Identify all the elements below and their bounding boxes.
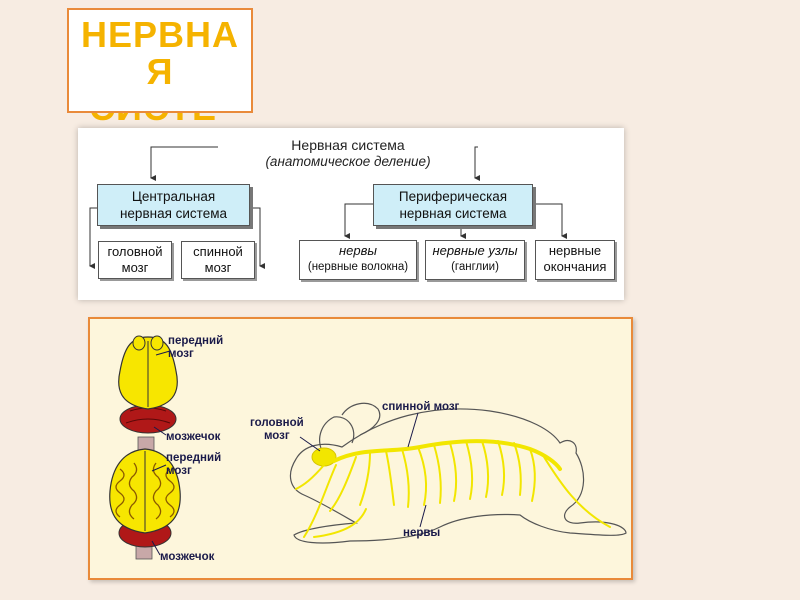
rabbit-spinal-cord-label: спинной мозг (382, 401, 460, 413)
brain-box: головной мозг (98, 241, 172, 279)
title-overflow: СИСТЕ (67, 113, 253, 127)
nerves-label: нервы (339, 243, 377, 258)
spinal-cord-box: спинной мозг (181, 241, 255, 279)
nerve-endings-box: нервные окончания (535, 240, 615, 280)
cerebellum-label-top: мозжечок (166, 431, 221, 443)
central-nervous-system-box: Центральная нервная система (97, 184, 250, 226)
ganglia-label: нервные узлы (432, 243, 518, 258)
nerves-sub-label: (нервные волокна) (307, 261, 409, 273)
anatomy-figure: передний мозг мозжечок передний мозг моз… (88, 317, 633, 580)
nerves-box: нервы (нервные волокна) (299, 240, 417, 280)
ganglia-box: нервные узлы (ганглии) (425, 240, 525, 280)
anatomy-illustration (109, 335, 627, 560)
rabbit-brain-label: головной мозг (250, 417, 304, 442)
brain-illustration-top (118, 335, 178, 452)
rabbit-nerves-label: нервы (403, 527, 441, 539)
title-line-1: НЕРВНА (80, 14, 239, 55)
forebrain-label-bottom: передний мозг (166, 452, 222, 477)
scheme-header: Нервная система (291, 137, 405, 153)
label-leader-lines (151, 350, 427, 556)
scheme-subheader: (анатомическое деление) (265, 154, 431, 169)
title-line-2: Я (146, 51, 174, 92)
rabbit-illustration (289, 402, 627, 544)
nervous-system-scheme: Нервная система (анатомическое деление) … (78, 128, 624, 300)
cerebellum-label-bottom: мозжечок (160, 551, 215, 563)
peripheral-nervous-system-box: Периферическая нервная система (373, 184, 533, 226)
brain-illustration-bottom (109, 448, 181, 560)
title-line-3: СИСТЕ (89, 113, 217, 126)
forebrain-label-top: передний мозг (168, 335, 224, 360)
ganglia-sub-label: (ганглии) (451, 261, 499, 273)
rabbit-nervous-system (295, 439, 611, 538)
